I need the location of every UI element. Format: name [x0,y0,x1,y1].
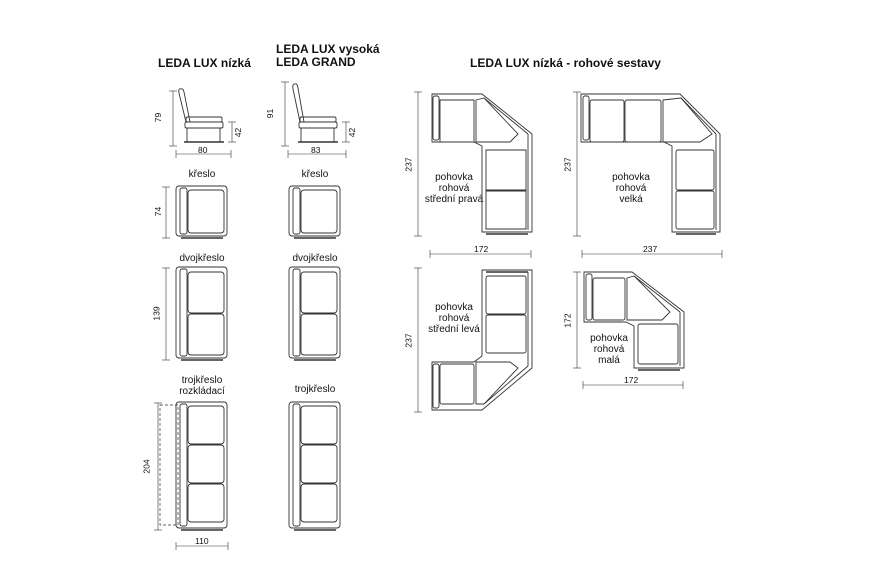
caption-corner-left: pohovka rohová střední levá [424,302,484,335]
caption-corner-large-line3: velká [619,194,643,205]
caption-corner-large-line2: rohová [615,183,647,194]
caption-corner-left-line2: rohová [438,313,470,324]
caption-corner-large-line1: pohovka [612,172,650,183]
label-sofa3-bed-line2: rozkládací [179,386,225,397]
armchair-high-top [288,185,341,239]
caption-corner-right: pohovka rohová střední pravá [424,172,484,205]
dim-sofa3-depth: 110 [195,536,209,546]
dim-corner-right-height: 237 [403,157,414,172]
caption-corner-left-line1: pohovka [435,302,473,313]
corner-set-large [573,91,723,258]
caption-corner-large: pohovka rohová velká [606,172,656,205]
sofa3-bed-low-top [154,401,229,550]
loveseat-low-top [162,266,228,361]
caption-corner-small-line3: malá [598,355,620,366]
dim-corner-large-height: 237 [562,157,573,172]
sofa3-high-top [288,401,341,531]
dim-low-depth: 80 [198,145,208,155]
caption-corner-small-line2: rohová [593,344,625,355]
dim-high-height: 91 [265,108,276,119]
dim-corner-small-width: 172 [624,375,639,385]
dim-armchair-width: 74 [153,206,164,217]
dim-sofa3-width: 204 [141,459,152,474]
corner-set-left [414,267,533,413]
corner-set-right [414,91,533,258]
caption-corner-right-line1: pohovka [435,172,473,183]
caption-corner-right-line3: střední pravá [424,194,484,205]
dim-corner-large-width: 237 [643,244,658,254]
heading-leda-grand: LEDA GRAND [276,55,356,69]
caption-corner-small: pohovka rohová malá [585,333,633,366]
label-sofa3-high: trojkřeslo [294,384,336,395]
label-sofa3-bed-line1: trojkřeslo [181,375,223,386]
dim-corner-right-width: 172 [474,244,489,254]
loveseat-high-top [288,266,341,361]
caption-corner-left-line3: střední levá [428,324,480,335]
label-loveseat-high: dvojkřeslo [292,253,338,264]
armchair-low-top [162,185,228,239]
caption-corner-right-line2: rohová [438,183,470,194]
label-loveseat-low: dvojkřeslo [179,253,225,264]
dim-low-height: 79 [153,112,164,123]
heading-leda-lux-low: LEDA LUX nízká [158,56,251,70]
heading-corner-sets: LEDA LUX nízká - rohové sestavy [470,56,661,70]
dim-corner-left-height: 237 [403,333,414,348]
dim-loveseat-width: 139 [151,306,162,321]
dim-high-depth: 83 [311,145,321,155]
label-armchair-high: křeslo [301,169,329,180]
dim-corner-small-height: 172 [562,313,573,328]
profile-low-chair [169,88,236,158]
profile-high-chair [281,81,350,158]
corner-set-small [573,271,685,389]
caption-corner-small-line1: pohovka [590,333,628,344]
label-armchair-low: křeslo [188,169,216,180]
heading-leda-lux-high: LEDA LUX vysoká [276,42,380,56]
dim-high-seat: 42 [347,127,358,138]
dim-low-seat: 42 [233,127,244,138]
